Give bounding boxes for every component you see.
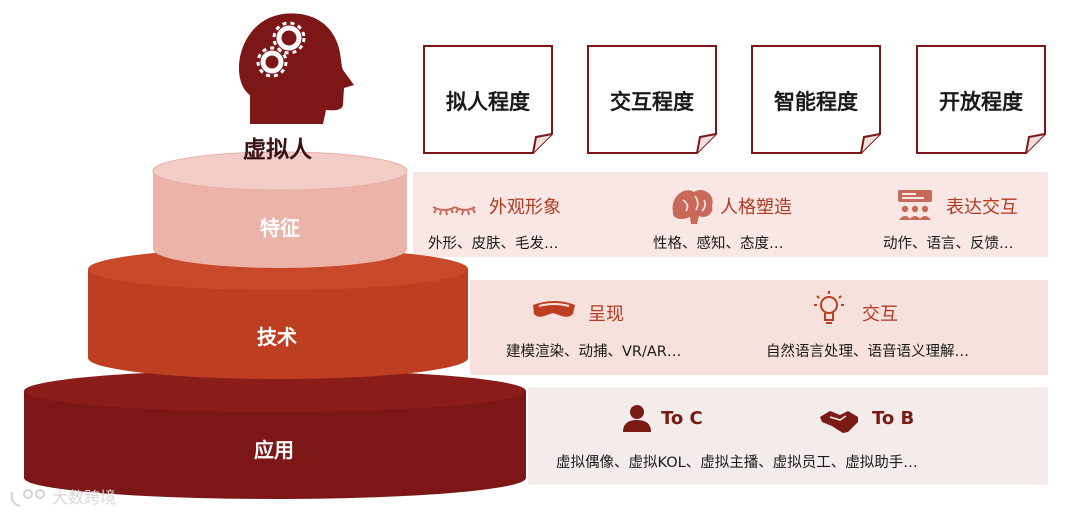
dimension-label-anthropomorphic: 拟人程度 (446, 90, 530, 114)
feature-desc-personality: 性格、感知、态度… (653, 236, 784, 252)
technology-band (470, 280, 1048, 375)
tech-title-interaction: 交互 (862, 304, 898, 325)
audience-presentation-icon (898, 190, 932, 220)
tech-desc-interaction: 自然语言处理、语音语义理解… (766, 344, 969, 360)
tier-label-technology: 技术 (257, 325, 297, 349)
features-cylinder (152, 151, 408, 268)
watermark-text: 大数跨境 (52, 488, 117, 507)
handshake-icon (820, 411, 858, 433)
brain-icon (672, 189, 713, 224)
feature-desc-expression: 动作、语言、反馈… (883, 236, 1014, 252)
feature-desc-appearance: 外形、皮肤、毛发… (428, 236, 559, 252)
dimension-label-intelligence: 智能程度 (774, 90, 858, 114)
watermark-logo (10, 489, 45, 507)
dimension-note-1 (423, 45, 553, 154)
app-title-to-b: To B (872, 408, 915, 429)
person-icon (623, 405, 651, 432)
dimension-label-openness: 开放程度 (939, 90, 1023, 114)
lightbulb-icon (814, 291, 844, 324)
features-band (413, 172, 1048, 257)
eyelashes-icon (432, 206, 476, 216)
feature-title-personality: 人格塑造 (720, 197, 792, 218)
app-desc: 虚拟偶像、虚拟KOL、虚拟主播、虚拟员工、虚拟助手… (556, 455, 918, 471)
tier-label-features: 特征 (260, 216, 300, 240)
tech-title-presentation: 呈现 (588, 304, 624, 325)
feature-title-appearance: 外观形象 (489, 197, 561, 218)
app-title-to-c: To C (661, 408, 703, 429)
tech-desc-presentation: 建模渲染、动捕、VR/AR… (506, 344, 682, 360)
dimension-note-2 (587, 45, 717, 154)
application-cylinder (24, 370, 526, 499)
dimension-note-3 (751, 45, 881, 154)
dimension-note-4 (916, 45, 1046, 154)
dimension-label-interaction: 交互程度 (610, 90, 694, 114)
virtual-human-title: 虚拟人 (243, 137, 312, 163)
tier-label-application: 应用 (254, 438, 294, 462)
feature-title-expression: 表达交互 (946, 197, 1018, 218)
vr-goggles-icon (533, 301, 575, 317)
head-gears-icon (238, 13, 354, 124)
application-band (528, 387, 1048, 485)
